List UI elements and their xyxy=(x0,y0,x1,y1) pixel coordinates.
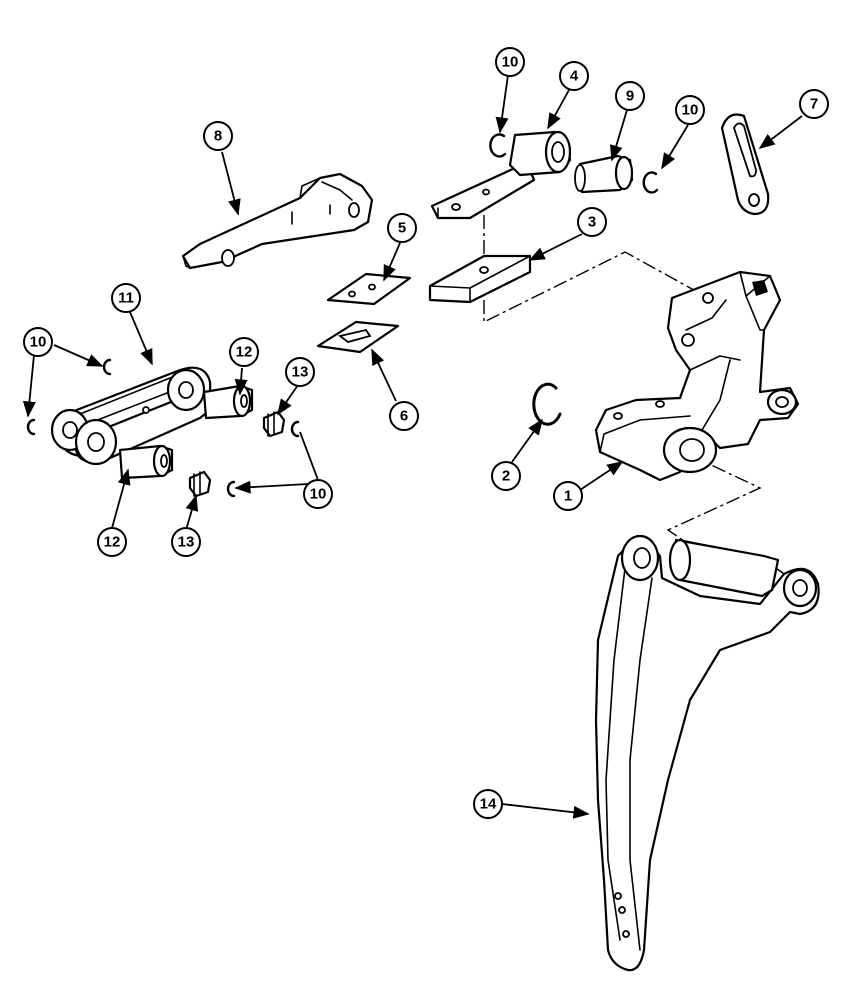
callout-11: 11 xyxy=(111,283,141,313)
part-3-block-plate xyxy=(428,254,532,304)
svg-text:5: 5 xyxy=(398,220,406,237)
callout-10-top-right: 10 xyxy=(675,95,705,125)
callout-6: 6 xyxy=(389,401,419,431)
svg-text:10: 10 xyxy=(310,486,327,503)
svg-text:9: 9 xyxy=(626,88,634,105)
svg-text:7: 7 xyxy=(810,96,818,113)
svg-text:12: 12 xyxy=(236,344,253,361)
leader-lines xyxy=(22,74,803,819)
callout-8: 8 xyxy=(203,121,233,151)
svg-text:10: 10 xyxy=(30,334,47,351)
callout-10-left: 10 xyxy=(23,327,53,357)
callout-13-upper: 13 xyxy=(285,357,315,387)
part-8-lever-arm xyxy=(181,172,374,270)
part-9-pin xyxy=(574,154,634,194)
svg-text:12: 12 xyxy=(104,534,121,551)
part-11-link-bar xyxy=(50,366,212,466)
svg-text:3: 3 xyxy=(588,214,596,231)
svg-text:10: 10 xyxy=(682,102,699,119)
callout-14: 14 xyxy=(473,789,503,819)
svg-text:8: 8 xyxy=(214,128,222,145)
svg-text:2: 2 xyxy=(502,468,510,485)
part-2-snap-ring xyxy=(532,382,562,426)
svg-text:4: 4 xyxy=(570,68,579,85)
part-4-hinge-plate xyxy=(430,130,572,220)
svg-text:13: 13 xyxy=(178,534,195,551)
callout-1: 1 xyxy=(553,481,583,511)
part-5-shim-plate xyxy=(326,272,412,306)
callout-3: 3 xyxy=(577,207,607,237)
svg-text:14: 14 xyxy=(480,796,497,813)
callout-10-lower: 10 xyxy=(303,479,333,509)
callout-5: 5 xyxy=(387,213,417,243)
part-10-retaining-clips xyxy=(26,133,659,498)
callout-10-top-left: 10 xyxy=(495,47,525,77)
part-14-long-arm xyxy=(594,534,820,972)
part-7-slotted-link xyxy=(720,113,770,216)
part-13-grease-fittings xyxy=(188,410,286,498)
part-6-slotted-shim xyxy=(316,320,400,354)
svg-text:13: 13 xyxy=(292,364,309,381)
callout-12-upper: 12 xyxy=(229,337,259,367)
callout-13-lower: 13 xyxy=(171,527,201,557)
callout-12-lower: 12 xyxy=(97,527,127,557)
callout-4: 4 xyxy=(559,61,589,91)
part-1-bracket-housing xyxy=(594,270,800,482)
callout-7: 7 xyxy=(799,89,829,119)
svg-text:1: 1 xyxy=(564,488,572,505)
svg-text:11: 11 xyxy=(118,290,134,307)
callout-9: 9 xyxy=(615,81,645,111)
svg-text:10: 10 xyxy=(502,54,519,71)
svg-text:6: 6 xyxy=(400,408,408,425)
callout-2: 2 xyxy=(491,461,521,491)
